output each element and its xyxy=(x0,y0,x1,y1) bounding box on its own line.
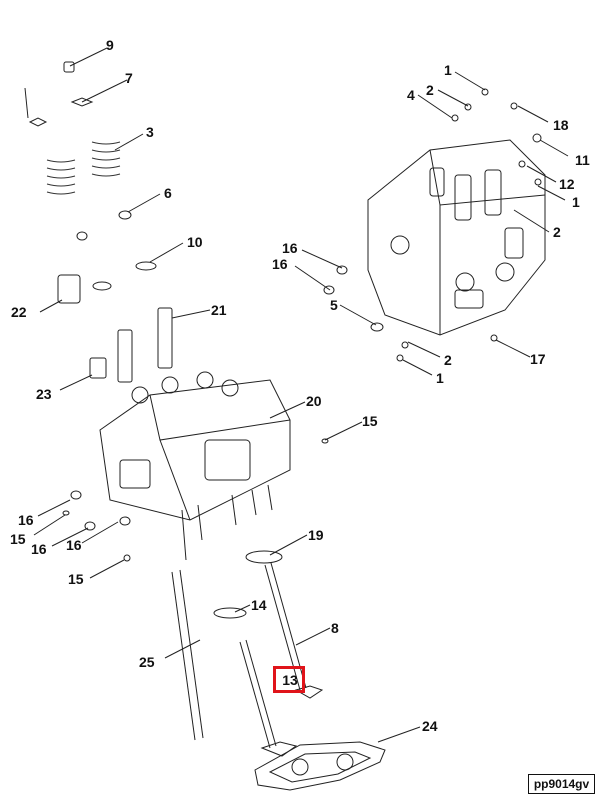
callout-15b: 15 xyxy=(10,531,26,547)
callout-21: 21 xyxy=(211,302,227,318)
callout-15a: 15 xyxy=(362,413,378,429)
callout-24: 24 xyxy=(422,718,438,734)
callout-16e: 16 xyxy=(272,256,288,272)
callout-23: 23 xyxy=(36,386,52,402)
callout-8: 8 xyxy=(331,620,339,636)
callout-1b: 1 xyxy=(572,194,580,210)
callout-14: 14 xyxy=(251,597,267,613)
callout-16a: 16 xyxy=(18,512,34,528)
callout-18: 18 xyxy=(553,117,569,133)
callout-1c: 1 xyxy=(436,370,444,386)
callout-16d: 16 xyxy=(282,240,298,256)
callout-11: 11 xyxy=(575,152,590,168)
highlighted-callout-13: 13 xyxy=(282,672,298,688)
illustration-code: pp9014gv xyxy=(528,774,595,794)
callout-16c: 16 xyxy=(66,537,82,553)
callout-2b: 2 xyxy=(553,224,561,240)
callout-9: 9 xyxy=(106,37,114,53)
callout-4: 4 xyxy=(407,87,415,103)
callout-15c: 15 xyxy=(68,571,84,587)
callout-12: 12 xyxy=(559,176,575,192)
callout-6: 6 xyxy=(164,185,172,201)
callout-10: 10 xyxy=(187,234,203,250)
callout-5: 5 xyxy=(330,297,338,313)
callout-3: 3 xyxy=(146,124,154,140)
callout-2a: 2 xyxy=(426,82,434,98)
highlighted-callout-box xyxy=(273,666,305,693)
callout-1a: 1 xyxy=(444,62,452,78)
callout-20: 20 xyxy=(306,393,322,409)
callout-16b: 16 xyxy=(31,541,47,557)
callout-17: 17 xyxy=(530,351,546,367)
callout-19: 19 xyxy=(308,527,324,543)
callout-25: 25 xyxy=(139,654,155,670)
callout-22: 22 xyxy=(11,304,27,320)
callout-2c: 2 xyxy=(444,352,452,368)
callout-7: 7 xyxy=(125,70,133,86)
